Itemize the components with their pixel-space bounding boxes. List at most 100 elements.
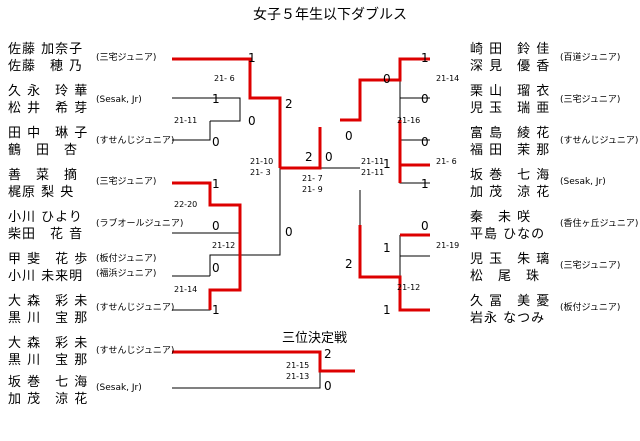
player-name: 平島 ひなの [470, 227, 546, 242]
player-name: 善 菜 摘 [8, 168, 79, 183]
match-score: 21- 6 [436, 157, 457, 166]
team-label: (三宅ジュニア) [560, 261, 621, 271]
match-score: 22-20 [174, 200, 198, 209]
player-name: 秦 未 咲 [470, 210, 532, 225]
game-score: 0 [285, 225, 293, 239]
match-score: 21-15 [286, 361, 310, 370]
team-label: (ラブオールジュニア) [96, 219, 184, 229]
player-name: 小川 ひより [8, 210, 83, 225]
team-label: (Sesak, Jr) [96, 95, 142, 105]
team-label: (すせんじジュニア) [96, 303, 175, 313]
match-score: 21-10 [250, 157, 274, 166]
team-label: (百道ジュニア) [560, 53, 621, 63]
player-name: 黒 川 宝 那 [8, 311, 89, 326]
match-score: 21- 9 [302, 185, 323, 194]
game-score: 1 [383, 157, 391, 171]
player-name: 岩永 なつみ [470, 311, 546, 326]
game-score: 1 [212, 92, 220, 106]
game-score: 0 [421, 92, 429, 106]
team-label: (三宅ジュニア) [96, 177, 157, 187]
bracket-line [172, 97, 241, 122]
game-score: 1 [383, 241, 391, 255]
game-score: 2 [285, 97, 293, 111]
game-score: 0 [324, 379, 332, 393]
bracket-line [172, 371, 321, 389]
page-title: 女子５年生以下ダブルス [253, 7, 407, 23]
team-label: (Sesak, Jr) [96, 383, 142, 393]
bracket-line [172, 121, 211, 141]
match-score: 21-11 [174, 116, 198, 125]
player-name: 久 冨 美 憂 [470, 294, 551, 309]
game-score: 0 [421, 219, 429, 233]
match-score: 21-11 [361, 157, 385, 166]
win-line [358, 225, 430, 312]
player-name: 梶原 梨 央 [8, 185, 75, 200]
team-label: (Sesak, Jr) [560, 177, 606, 187]
match-score: 21-14 [436, 74, 460, 83]
win-line [340, 57, 430, 122]
win-line [280, 127, 322, 170]
third-place-title: 三位決定戦 [282, 331, 348, 346]
player-name: 佐藤 加奈子 [8, 42, 84, 57]
player-name: 富 島 綾 花 [470, 126, 551, 141]
match-score: 21-14 [174, 285, 198, 294]
player-name: 小川 未来明 [8, 269, 84, 284]
player-name: 加 茂 涼 花 [470, 185, 551, 200]
bracket-line [399, 235, 430, 257]
game-score: 0 [248, 114, 256, 128]
player-name: 大 森 彩 未 [8, 336, 89, 351]
match-score: 21-16 [397, 116, 421, 125]
match-score: 21-12 [397, 283, 421, 292]
player-name: 松 井 希 芽 [8, 101, 89, 116]
team-label: (すせんじジュニア) [96, 346, 175, 356]
team-label: (すせんじジュニア) [96, 136, 175, 146]
player-name: 坂 巻 七 海 [8, 375, 89, 390]
player-name: 鶴 田 杏 [8, 143, 79, 158]
team-label: (板付ジュニア) [560, 303, 621, 313]
bracket-line [209, 254, 240, 276]
player-name: 田 中 琳 子 [8, 126, 89, 141]
game-score: 0 [421, 135, 429, 149]
game-score: 1 [212, 177, 220, 191]
game-score: 1 [248, 51, 256, 65]
win-line [172, 57, 282, 168]
game-score: 1 [383, 303, 391, 317]
player-name: 甲 斐 花 歩 [8, 252, 89, 267]
match-score: 21-12 [212, 241, 236, 250]
player-name: 久 永 玲 華 [8, 84, 89, 99]
player-name: 栗 山 瑠 衣 [470, 84, 551, 99]
match-score: 21-11 [361, 168, 385, 177]
team-label: (三宅ジュニア) [96, 53, 157, 63]
game-score: 0 [212, 219, 220, 233]
player-name: 崎 田 鈴 佳 [470, 42, 551, 57]
match-score: 21- 6 [214, 74, 235, 83]
game-score: 0 [212, 135, 220, 149]
player-name: 児 玉 瑞 亜 [470, 101, 551, 116]
player-name: 大 森 彩 未 [8, 294, 89, 309]
player-name: 深 見 優 香 [470, 59, 551, 74]
team-label: (三宅ジュニア) [560, 95, 621, 105]
match-score: 21- 7 [302, 174, 323, 183]
game-score: 0 [212, 261, 220, 275]
player-name: 黒 川 宝 那 [8, 353, 89, 368]
match-score: 21-19 [436, 241, 460, 250]
bracket-line [240, 168, 281, 256]
team-label: (香住ヶ丘ジュニア) [560, 219, 639, 229]
player-name: 福 田 茉 那 [470, 143, 551, 158]
player-name: 加 茂 涼 花 [8, 392, 89, 407]
player-name: 松 尾 珠 [470, 269, 541, 284]
game-score: 1 [421, 177, 429, 191]
game-score: 2 [305, 150, 313, 164]
game-score: 2 [345, 257, 353, 271]
team-label: (板付ジュニア) [96, 254, 157, 264]
match-score: 21- 3 [250, 168, 271, 177]
game-score: 0 [345, 129, 353, 143]
win-line [172, 350, 355, 373]
player-name: 児 玉 朱 璃 [470, 252, 551, 267]
player-name: 坂 巻 七 海 [470, 168, 551, 183]
game-score: 0 [325, 150, 333, 164]
player-name: 佐藤 穂 乃 [8, 59, 84, 74]
game-score: 1 [421, 51, 429, 65]
